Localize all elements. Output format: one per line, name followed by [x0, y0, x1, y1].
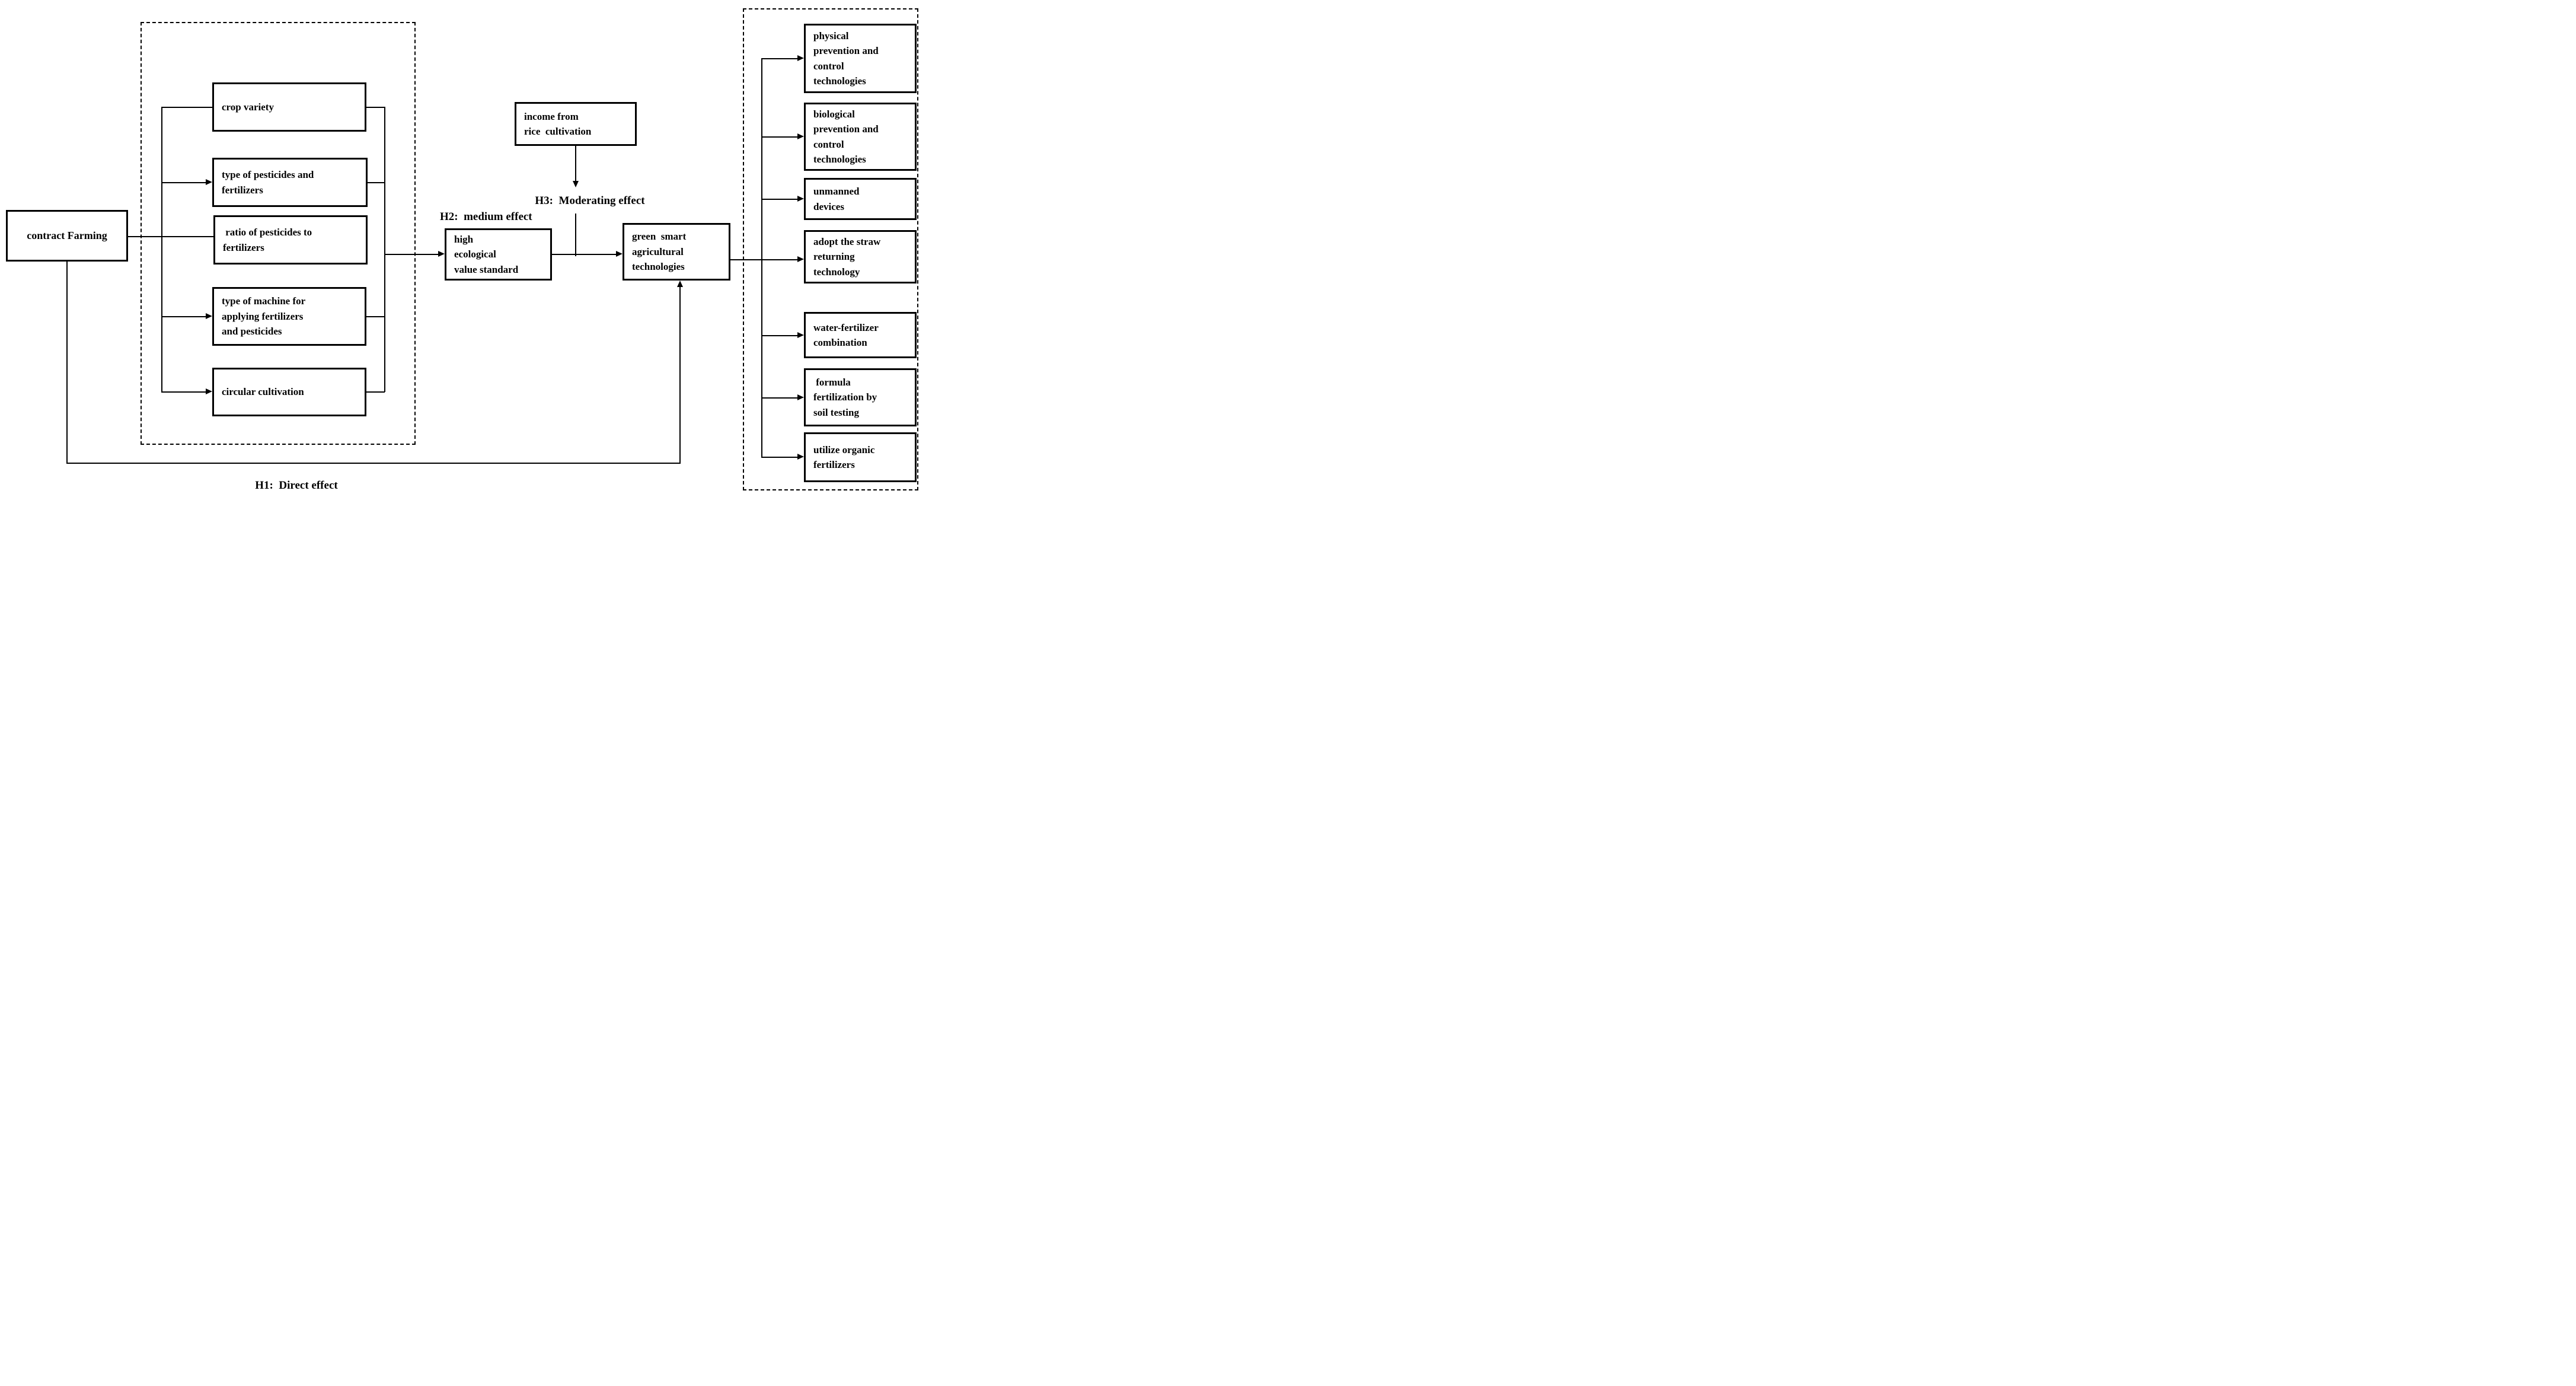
- green-smart-label: green smart agricultural technologies: [632, 231, 687, 273]
- branch-physical-prevention: [761, 58, 799, 59]
- pesticide-ratio-box: ratio of pesticides to fertilizers: [213, 215, 368, 265]
- machine-type-label: type of machine for applying fertilizers…: [222, 295, 306, 337]
- crop-variety-label: crop variety: [222, 101, 274, 113]
- collector-crop-variety: [366, 107, 385, 108]
- arrowhead-unmanned-devices: [797, 196, 804, 202]
- water-fertilizer-label: water-fertilizer combination: [813, 321, 879, 349]
- h1-direct-effect-label: H1: Direct effect: [255, 479, 338, 492]
- arrowhead-physical-prevention: [797, 55, 804, 61]
- circular-cultivation-box: circular cultivation: [212, 368, 366, 416]
- arrowhead-moderator: [573, 181, 579, 187]
- contract-farming-box: contract Farming: [6, 210, 128, 262]
- technologies-spine: [761, 58, 762, 458]
- connector-mediators-to-standard: [384, 254, 439, 255]
- pesticide-ratio-label: ratio of pesticides to fertilizers: [223, 227, 312, 253]
- connector-outcome-to-technologies: [730, 259, 762, 260]
- unmanned-devices-label: unmanned devices: [813, 186, 860, 212]
- arrowhead-circular-cultivation: [206, 388, 212, 394]
- water-fertilizer-box: water-fertilizer combination: [804, 312, 917, 358]
- arrowhead-biological-prevention: [797, 133, 804, 139]
- h1-rise-line: [679, 286, 681, 463]
- income-rice-box: income from rice cultivation: [515, 102, 637, 146]
- branch-circular-cultivation: [161, 391, 206, 393]
- physical-prevention-box: physical prevention and control technolo…: [804, 24, 917, 93]
- collector-circular-cultivation: [366, 391, 385, 393]
- connector-contract-to-mediators: [128, 236, 213, 237]
- h2-medium-effect-label: H2: medium effect: [440, 211, 532, 223]
- moderator-tail-line: [575, 214, 576, 256]
- biological-prevention-label: biological prevention and control techno…: [813, 108, 879, 165]
- green-smart-box: green smart agricultural technologies: [623, 223, 730, 281]
- h1-run-line: [66, 463, 681, 464]
- h1-drop-line: [66, 262, 68, 463]
- collector-pesticide-type: [368, 182, 385, 183]
- arrowhead-straw-returning: [797, 256, 804, 262]
- mediators-group-frame: [141, 22, 416, 445]
- arrowhead-h1: [677, 281, 683, 287]
- straw-returning-label: adopt the straw returning technology: [813, 235, 881, 278]
- contract-farming-label: contract Farming: [27, 230, 107, 241]
- branch-water-fertilizer: [761, 335, 799, 336]
- formula-fertilization-label: formula fertilization by soil testing: [813, 376, 877, 418]
- h3-moderating-effect-label: H3: Moderating effect: [535, 195, 645, 207]
- crop-variety-box: crop variety: [212, 82, 366, 132]
- biological-prevention-box: biological prevention and control techno…: [804, 103, 917, 171]
- branch-unmanned-devices: [761, 199, 799, 200]
- collector-machine-type: [366, 316, 385, 317]
- branch-crop-variety: [161, 107, 212, 108]
- mediators-left-spine: [161, 107, 162, 392]
- arrowhead-formula-fertilization: [797, 394, 804, 400]
- pesticide-type-box: type of pesticides and fertilizers: [212, 158, 368, 207]
- ecological-standard-box: high ecological value standard: [445, 228, 552, 281]
- branch-formula-fertilization: [761, 397, 799, 399]
- branch-machine-type: [161, 316, 206, 317]
- branch-organic-fertilizer: [761, 457, 799, 458]
- unmanned-devices-box: unmanned devices: [804, 178, 917, 220]
- path-diagram: contract Farming crop variety type of pe…: [0, 0, 930, 500]
- arrowhead-standard: [438, 251, 445, 257]
- organic-fertilizer-box: utilize organic fertilizers: [804, 432, 917, 482]
- ecological-standard-label: high ecological value standard: [454, 233, 519, 275]
- income-rice-label: income from rice cultivation: [524, 110, 592, 138]
- arrowhead-pesticide-type: [206, 179, 212, 185]
- circular-cultivation-label: circular cultivation: [222, 386, 304, 398]
- branch-pesticide-type: [161, 182, 206, 183]
- straw-returning-box: adopt the straw returning technology: [804, 230, 917, 283]
- connector-standard-to-outcome: [552, 254, 617, 255]
- moderator-arrow-line: [575, 146, 576, 181]
- mediators-right-spine: [384, 107, 385, 392]
- pesticide-type-label: type of pesticides and fertilizers: [222, 169, 314, 196]
- branch-biological-prevention: [761, 136, 799, 138]
- arrowhead-organic-fertilizer: [797, 454, 804, 460]
- arrowhead-outcome: [616, 251, 623, 257]
- organic-fertilizer-label: utilize organic fertilizers: [813, 444, 875, 471]
- arrowhead-machine-type: [206, 313, 212, 319]
- machine-type-box: type of machine for applying fertilizers…: [212, 287, 366, 346]
- branch-straw-returning: [761, 259, 799, 260]
- formula-fertilization-box: formula fertilization by soil testing: [804, 368, 917, 426]
- arrowhead-water-fertilizer: [797, 332, 804, 338]
- physical-prevention-label: physical prevention and control technolo…: [813, 30, 879, 87]
- technologies-group-frame: [743, 8, 918, 490]
